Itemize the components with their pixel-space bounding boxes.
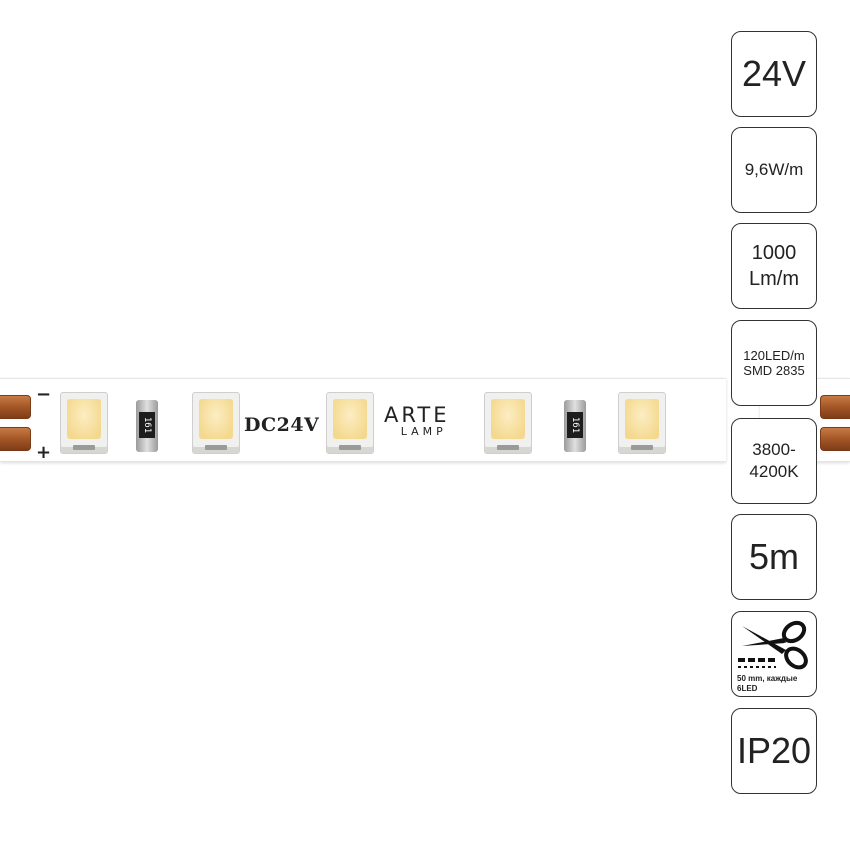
- cut-caption-line1: 50 mm, каждые: [737, 674, 798, 683]
- copper-pad-right-bottom: [820, 427, 850, 451]
- cut-caption: 50 mm, каждые 6LED: [737, 674, 797, 694]
- led-chip: [60, 392, 108, 454]
- spec-cct-tile: 3800- 4200K: [731, 418, 817, 504]
- spec-density: 120LED/m: [743, 348, 805, 363]
- resistor-body: 161: [139, 412, 155, 438]
- spec-ip-rating: IP20: [736, 730, 812, 771]
- spec-length: 5m: [748, 536, 799, 577]
- strip-voltage-marking: DC24V: [244, 414, 320, 436]
- spec-flux-unit: Lm/m: [749, 268, 799, 290]
- spec-voltage-tile: 24V: [731, 31, 817, 117]
- spec-voltage: 24V: [741, 53, 807, 94]
- cut-caption-line2: 6LED: [737, 684, 758, 693]
- brand-logo: ARTE LAMP: [384, 404, 450, 438]
- led-chip: [192, 392, 240, 454]
- spec-power-tile: 9,6W/m: [731, 127, 817, 213]
- spec-cct-line2: 4200K: [749, 462, 799, 481]
- spec-density-tile: 120LED/m SMD 2835: [731, 320, 817, 406]
- spec-cut-tile: 50 mm, каждые 6LED: [731, 611, 817, 697]
- scissors-icon: [738, 620, 808, 670]
- copper-pad-right-top: [820, 395, 850, 419]
- resistor: 161: [564, 400, 586, 452]
- brand-line1: ARTE: [384, 403, 450, 427]
- led-chip: [484, 392, 532, 454]
- spec-chip: SMD 2835: [743, 363, 805, 378]
- spec-flux-tile: 1000 Lm/m: [731, 223, 817, 309]
- spec-power: 9,6W/m: [744, 160, 804, 179]
- resistor-code: 161: [142, 416, 153, 434]
- resistor: 161: [136, 400, 158, 452]
- led-chip: [618, 392, 666, 454]
- spec-cct-line1: 3800-: [752, 440, 796, 459]
- led-chip: [326, 392, 374, 454]
- brand-line2: LAMP: [400, 425, 447, 438]
- resistor-code: 161: [570, 416, 581, 434]
- spec-length-tile: 5m: [731, 514, 817, 600]
- polarity-plus: +: [36, 442, 52, 463]
- resistor-body: 161: [567, 412, 583, 438]
- polarity-minus: −: [36, 384, 52, 405]
- spec-ip-tile: IP20: [731, 708, 817, 794]
- spec-flux-value: 1000: [751, 242, 797, 264]
- copper-pad-left-top: [0, 395, 31, 419]
- copper-pad-left-bottom: [0, 427, 31, 451]
